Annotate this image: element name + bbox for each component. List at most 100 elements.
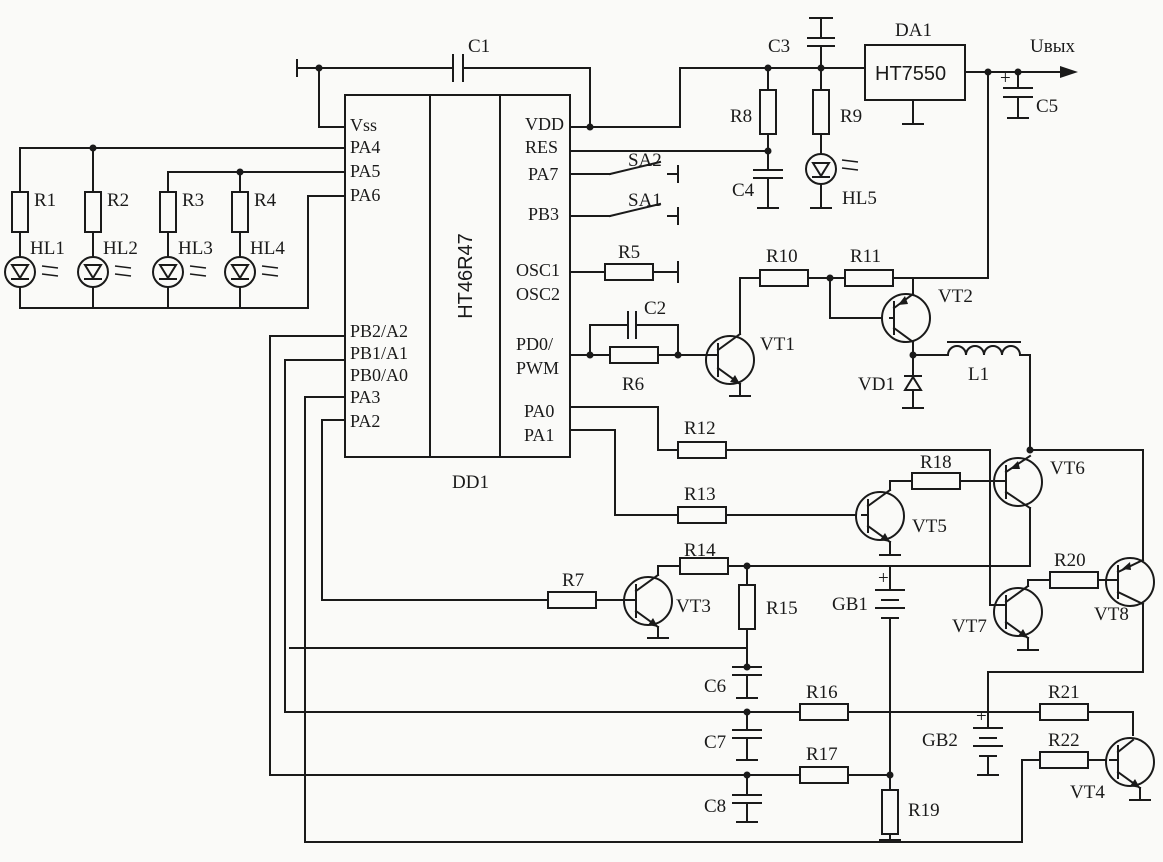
chip-name: HT46R47 (455, 233, 477, 319)
r4-label: R4 (254, 190, 277, 211)
vd1-label: VD1 (858, 374, 895, 395)
regulator-name: HT7550 (875, 63, 946, 85)
hl4-label: HL4 (250, 238, 285, 259)
sa1-label: SA1 (628, 190, 662, 211)
led-array: R1 R2 R3 R4 HL1 HL2 HL3 HL4 (4, 144, 346, 309)
switch-pair: VT7 R20 VT8 (952, 550, 1155, 721)
vt1-label: VT1 (760, 334, 795, 355)
bottom-network: R16 C7 R17 C8 R19 + GB2 (269, 335, 1155, 843)
vt3-label: VT3 (676, 596, 711, 617)
pin-pa7: PA7 (528, 164, 558, 184)
pin-res: RES (525, 137, 558, 157)
pa0-pa1-drivers: R12 R13 VT5 R18 (569, 406, 1144, 606)
microcontroller-dd1: HT46R47 DD1 Vss PA4 PA5 PA6 PB2/A2 PB1/A… (344, 94, 571, 493)
pin-pwm: PWM (516, 358, 559, 378)
r14-label: R14 (684, 540, 716, 561)
transistor-vt3 (623, 565, 681, 639)
output-voltage-label: Uвых (1030, 36, 1075, 57)
r11-label: R11 (850, 246, 881, 267)
pin-pa4: PA4 (350, 137, 380, 157)
pin-pb2: PB2/A2 (350, 321, 408, 341)
c3-label: C3 (768, 36, 790, 57)
reset-network: R8 C4 (569, 64, 783, 209)
vt8-label: VT8 (1094, 604, 1129, 625)
transistor-vt2 (881, 277, 931, 356)
pin-pb3: PB3 (528, 204, 559, 224)
hl5-label: HL5 (842, 188, 877, 209)
gb2-label: GB2 (922, 730, 958, 751)
pin-osc2: OSC2 (516, 284, 560, 304)
c7-label: C7 (704, 732, 726, 753)
vt4-label: VT4 (1070, 782, 1105, 803)
pin-pa6: PA6 (350, 185, 380, 205)
r9-label: R9 (840, 106, 862, 127)
charge-branch: R7 VT3 R14 R15 + GB1 (289, 419, 1031, 776)
r8-label: R8 (730, 106, 752, 127)
pin-vss: Vss (350, 115, 377, 135)
pin-pa1: PA1 (524, 425, 554, 445)
transistor-vt7 (989, 579, 1051, 651)
led-hl4 (224, 191, 279, 309)
vt6-label: VT6 (1050, 458, 1085, 479)
c1-label: C1 (468, 36, 490, 57)
r1-label: R1 (34, 190, 56, 211)
transistor-vt6 (993, 454, 1043, 567)
r7-label: R7 (562, 570, 584, 591)
pin-pa2: PA2 (350, 411, 380, 431)
r17-label: R17 (806, 744, 838, 765)
gb1-plus: + (878, 568, 889, 589)
r12-label: R12 (684, 418, 716, 439)
chip-ref: DD1 (452, 472, 489, 493)
r22-label: R22 (1048, 730, 1080, 751)
top-supply-net: C1 (296, 36, 866, 131)
c8-label: C8 (704, 796, 726, 817)
buck-converter: R10 R11 VT2 VD1 L1 (739, 246, 1031, 451)
pin-pa0: PA0 (524, 401, 554, 421)
c5-plus: + (1000, 68, 1011, 89)
sa2-label: SA2 (628, 150, 662, 171)
gb1-label: GB1 (832, 594, 868, 615)
c6-label: C6 (704, 676, 726, 697)
power-indicator: C3 R9 HL5 (768, 17, 877, 209)
r3-label: R3 (182, 190, 204, 211)
pin-pd0: PD0/ (516, 334, 553, 354)
r19-label: R19 (908, 800, 940, 821)
r10-label: R10 (766, 246, 798, 267)
switches: SA2 SA1 (569, 150, 679, 225)
c2-label: C2 (644, 298, 666, 319)
led-hl1 (4, 191, 59, 309)
pin-pa3: PA3 (350, 387, 380, 407)
regulator-da1: HT7550 DA1 Uвых + C5 (864, 20, 1078, 279)
vt7-label: VT7 (952, 616, 987, 637)
r18-label: R18 (920, 452, 952, 473)
r13-label: R13 (684, 484, 716, 505)
vt5-label: VT5 (912, 516, 947, 537)
c5-label: C5 (1036, 96, 1058, 117)
hl1-label: HL1 (30, 238, 65, 259)
pin-vdd: VDD (525, 114, 564, 134)
pwm-driver: C2 R6 VT1 (569, 277, 795, 397)
gb2-plus: + (976, 706, 987, 727)
pin-pb1: PB1/A1 (350, 343, 408, 363)
transistor-vt4 (1105, 737, 1155, 801)
transistor-vt5 (855, 480, 913, 556)
r16-label: R16 (806, 682, 838, 703)
r2-label: R2 (107, 190, 129, 211)
r15-label: R15 (766, 598, 798, 619)
c4-label: C4 (732, 180, 755, 201)
pin-pb0: PB0/A0 (350, 365, 408, 385)
pin-pa5: PA5 (350, 161, 380, 181)
transistor-vt8 (1105, 557, 1155, 673)
hl3-label: HL3 (178, 238, 213, 259)
r5-label: R5 (618, 242, 640, 263)
l1-label: L1 (968, 364, 989, 385)
led-hl2 (77, 191, 132, 309)
hl2-label: HL2 (103, 238, 138, 259)
r20-label: R20 (1054, 550, 1086, 571)
r6-label: R6 (622, 374, 644, 395)
led-hl3 (152, 191, 207, 309)
r5-osc: R5 (569, 242, 679, 283)
transistor-vt1 (705, 277, 755, 397)
vt2-label: VT2 (938, 286, 973, 307)
